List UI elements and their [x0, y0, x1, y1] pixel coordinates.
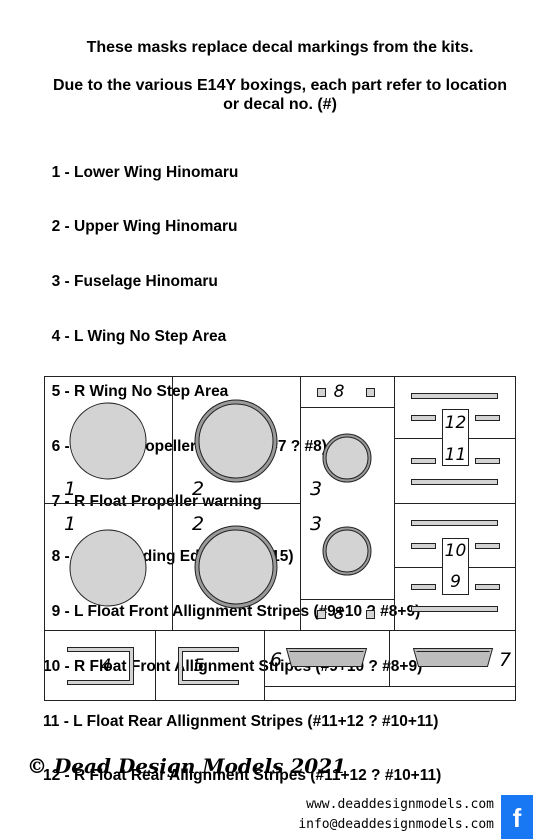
hinomaru-lower-wing-1 [69, 402, 147, 480]
email-link[interactable]: info@deaddesignmodels.com [298, 817, 494, 832]
legend-item: 4 - L Wing No Step Area [43, 328, 227, 346]
legend-item: 7 - R Float Propeller warning [43, 492, 262, 510]
part-number: 3 [310, 513, 323, 535]
alignment-stripe [475, 584, 500, 590]
legend-item: 12 - R Float Rear Allignment Stripes (#1… [43, 767, 442, 785]
part-number: 2 [192, 478, 205, 500]
alignment-stripe [411, 415, 436, 421]
part-number: 7 [499, 649, 512, 671]
part-number: 3 [310, 478, 323, 500]
alignment-stripe [475, 543, 500, 549]
alignment-stripe [475, 415, 500, 421]
hinomaru-lower-wing-2 [69, 529, 147, 607]
legend-item: 11 - L Float Rear Allignment Stripes (#1… [43, 712, 439, 730]
part-number: 8 [333, 604, 345, 624]
legend-item: 3 - Fuselage Hinomaru [43, 273, 218, 291]
no-step-area-right [178, 647, 239, 685]
part-number: 1 [64, 478, 77, 500]
leading-edge-square [366, 388, 375, 397]
part-number: 8 [333, 382, 345, 402]
alignment-stripe [411, 584, 436, 590]
alignment-stripe [475, 458, 500, 464]
intro-line-2: Due to the various E14Y boxings, each pa… [0, 76, 560, 114]
leading-edge-square [317, 610, 326, 619]
alignment-stripe [411, 520, 498, 526]
hinomaru-upper-wing-1 [194, 399, 278, 483]
hinomaru-fuselage-1 [322, 433, 372, 483]
intro-line-2a: Due to the various E14Y boxings, each pa… [52, 77, 508, 94]
legend-item: 5 - R Wing No Step Area [43, 383, 229, 401]
part-number: 12 [444, 413, 467, 433]
facebook-icon[interactable]: f [501, 795, 533, 839]
propeller-warning-right [412, 648, 494, 667]
stripe-number-box-top [442, 409, 469, 466]
copyright: © Dead Design Models 2021 [27, 754, 347, 778]
legend-item: 10 - R Float Front Allignment Stripes (#… [43, 657, 423, 675]
alignment-stripe [411, 458, 436, 464]
no-step-area-left [67, 647, 134, 685]
legend-item: 1 - Lower Wing Hinomaru [43, 163, 239, 181]
leading-edge-square [366, 610, 375, 619]
intro-line-2b: or decal no. (#) [223, 96, 337, 113]
alignment-stripe [411, 479, 498, 485]
part-number: 1 [64, 513, 77, 535]
part-number: 5 [193, 656, 205, 676]
intro-line-1: These masks replace decal markings from … [86, 39, 474, 56]
part-number: 4 [100, 656, 112, 676]
alignment-stripe [411, 393, 498, 399]
alignment-stripe [411, 543, 436, 549]
sheet-border [44, 376, 516, 701]
legend-item: 2 - Upper Wing Hinomaru [43, 218, 238, 236]
hinomaru-upper-wing-2 [194, 525, 278, 609]
propeller-warning-left [285, 648, 368, 667]
part-number: 9 [450, 572, 461, 592]
alignment-stripe [411, 606, 498, 612]
website-link[interactable]: www.deaddesignmodels.com [306, 797, 494, 812]
part-number: 6 [270, 649, 283, 671]
hinomaru-fuselage-2 [322, 526, 372, 576]
stripe-number-box-bottom [442, 538, 469, 595]
part-number: 11 [444, 445, 467, 465]
part-number: 2 [192, 513, 205, 535]
part-number: 10 [444, 541, 467, 561]
leading-edge-square [317, 388, 326, 397]
